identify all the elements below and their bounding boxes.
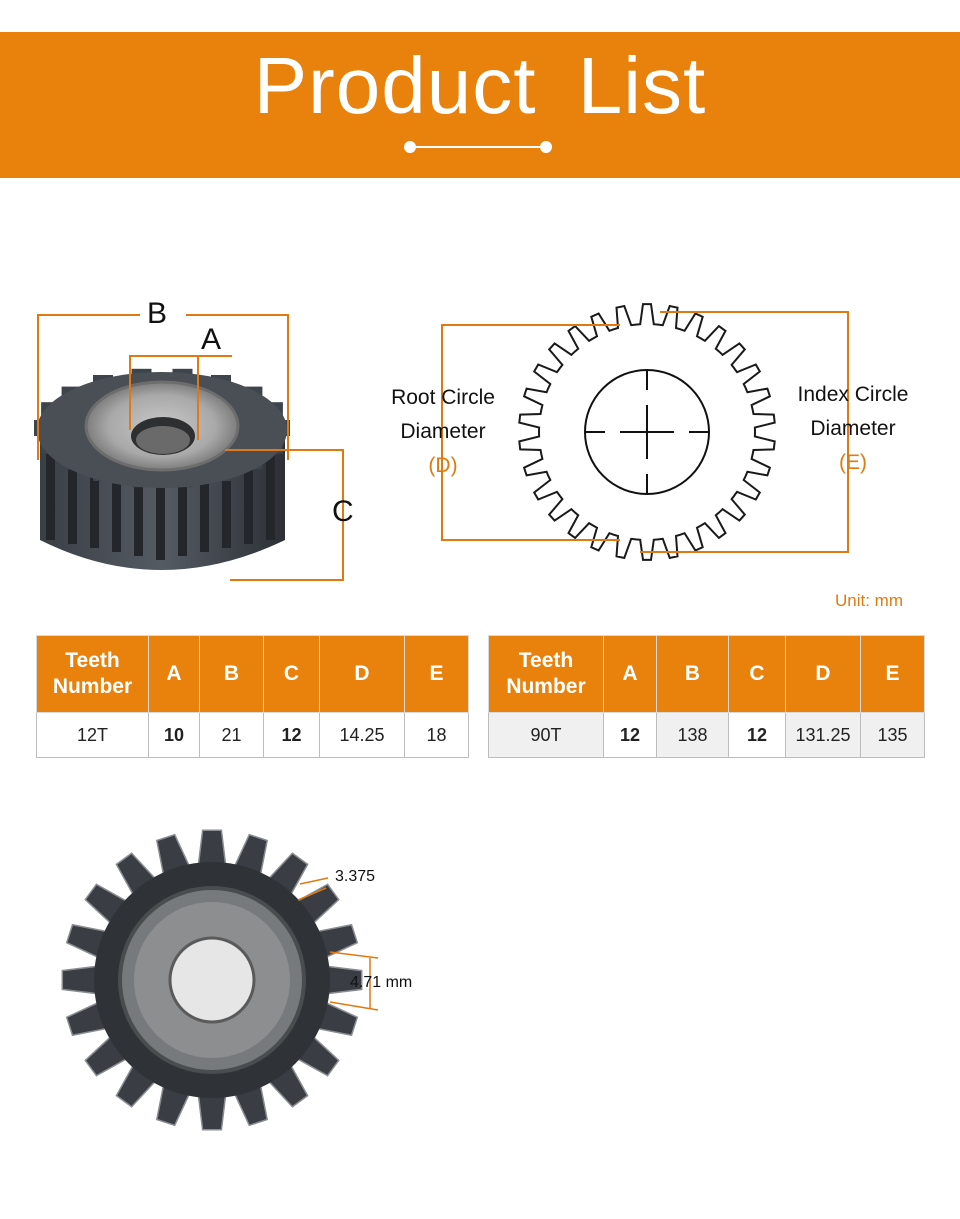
tooth-pitch: 4.71 mm: [350, 974, 413, 991]
page-title: Product List: [253, 41, 707, 130]
cell-d: 131.25: [785, 712, 861, 758]
header-e: E: [404, 635, 469, 713]
banner-dot-left: [404, 141, 416, 153]
cell-b: 138: [656, 712, 729, 758]
header-c: C: [728, 635, 786, 713]
cell-b: 21: [199, 712, 264, 758]
cell-e: 18: [404, 712, 469, 758]
cell-teeth: 90T: [488, 712, 604, 758]
banner-divider: [410, 146, 546, 148]
dimension-lines-abc: [37, 314, 344, 581]
banner-dot-right: [540, 141, 552, 153]
header-banner: Product List: [0, 32, 960, 178]
dimension-label-a: A: [201, 323, 222, 356]
cell-a: 12: [603, 712, 657, 758]
table-row: 90T 12 138 12 131.25 135: [488, 712, 925, 758]
header-c: C: [263, 635, 320, 713]
cell-a: 10: [148, 712, 200, 758]
gear-photo-3d: [34, 368, 290, 570]
dimension-lines-de: [441, 311, 849, 553]
index-circle-label: Index Circle Diameter (E): [778, 378, 928, 480]
unit-label: Unit: mm: [835, 591, 903, 610]
header-b: B: [199, 635, 264, 713]
dimension-label-c: C: [332, 495, 354, 528]
dimension-label-b: B: [147, 297, 168, 330]
table-row: 12T 10 21 12 14.25 18: [36, 712, 469, 758]
cell-e: 135: [860, 712, 925, 758]
cell-c: 12: [263, 712, 320, 758]
cell-teeth: 12T: [36, 712, 149, 758]
header-d: D: [785, 635, 861, 713]
header-e: E: [860, 635, 925, 713]
header-d: D: [319, 635, 405, 713]
cell-c: 12: [728, 712, 786, 758]
tooth-dimension-lines: [297, 877, 379, 1011]
header-b: B: [656, 635, 729, 713]
cell-d: 14.25: [319, 712, 405, 758]
header-a: A: [603, 635, 657, 713]
gear-photo-front: [61, 829, 363, 1131]
gear-line-drawing: [518, 303, 776, 561]
root-circle-label: Root Circle Diameter (D): [368, 381, 518, 483]
index-circle-code: (E): [839, 451, 867, 474]
root-circle-code: (D): [428, 454, 458, 477]
header-a: A: [148, 635, 200, 713]
tooth-top-width: 3.375: [335, 868, 376, 885]
